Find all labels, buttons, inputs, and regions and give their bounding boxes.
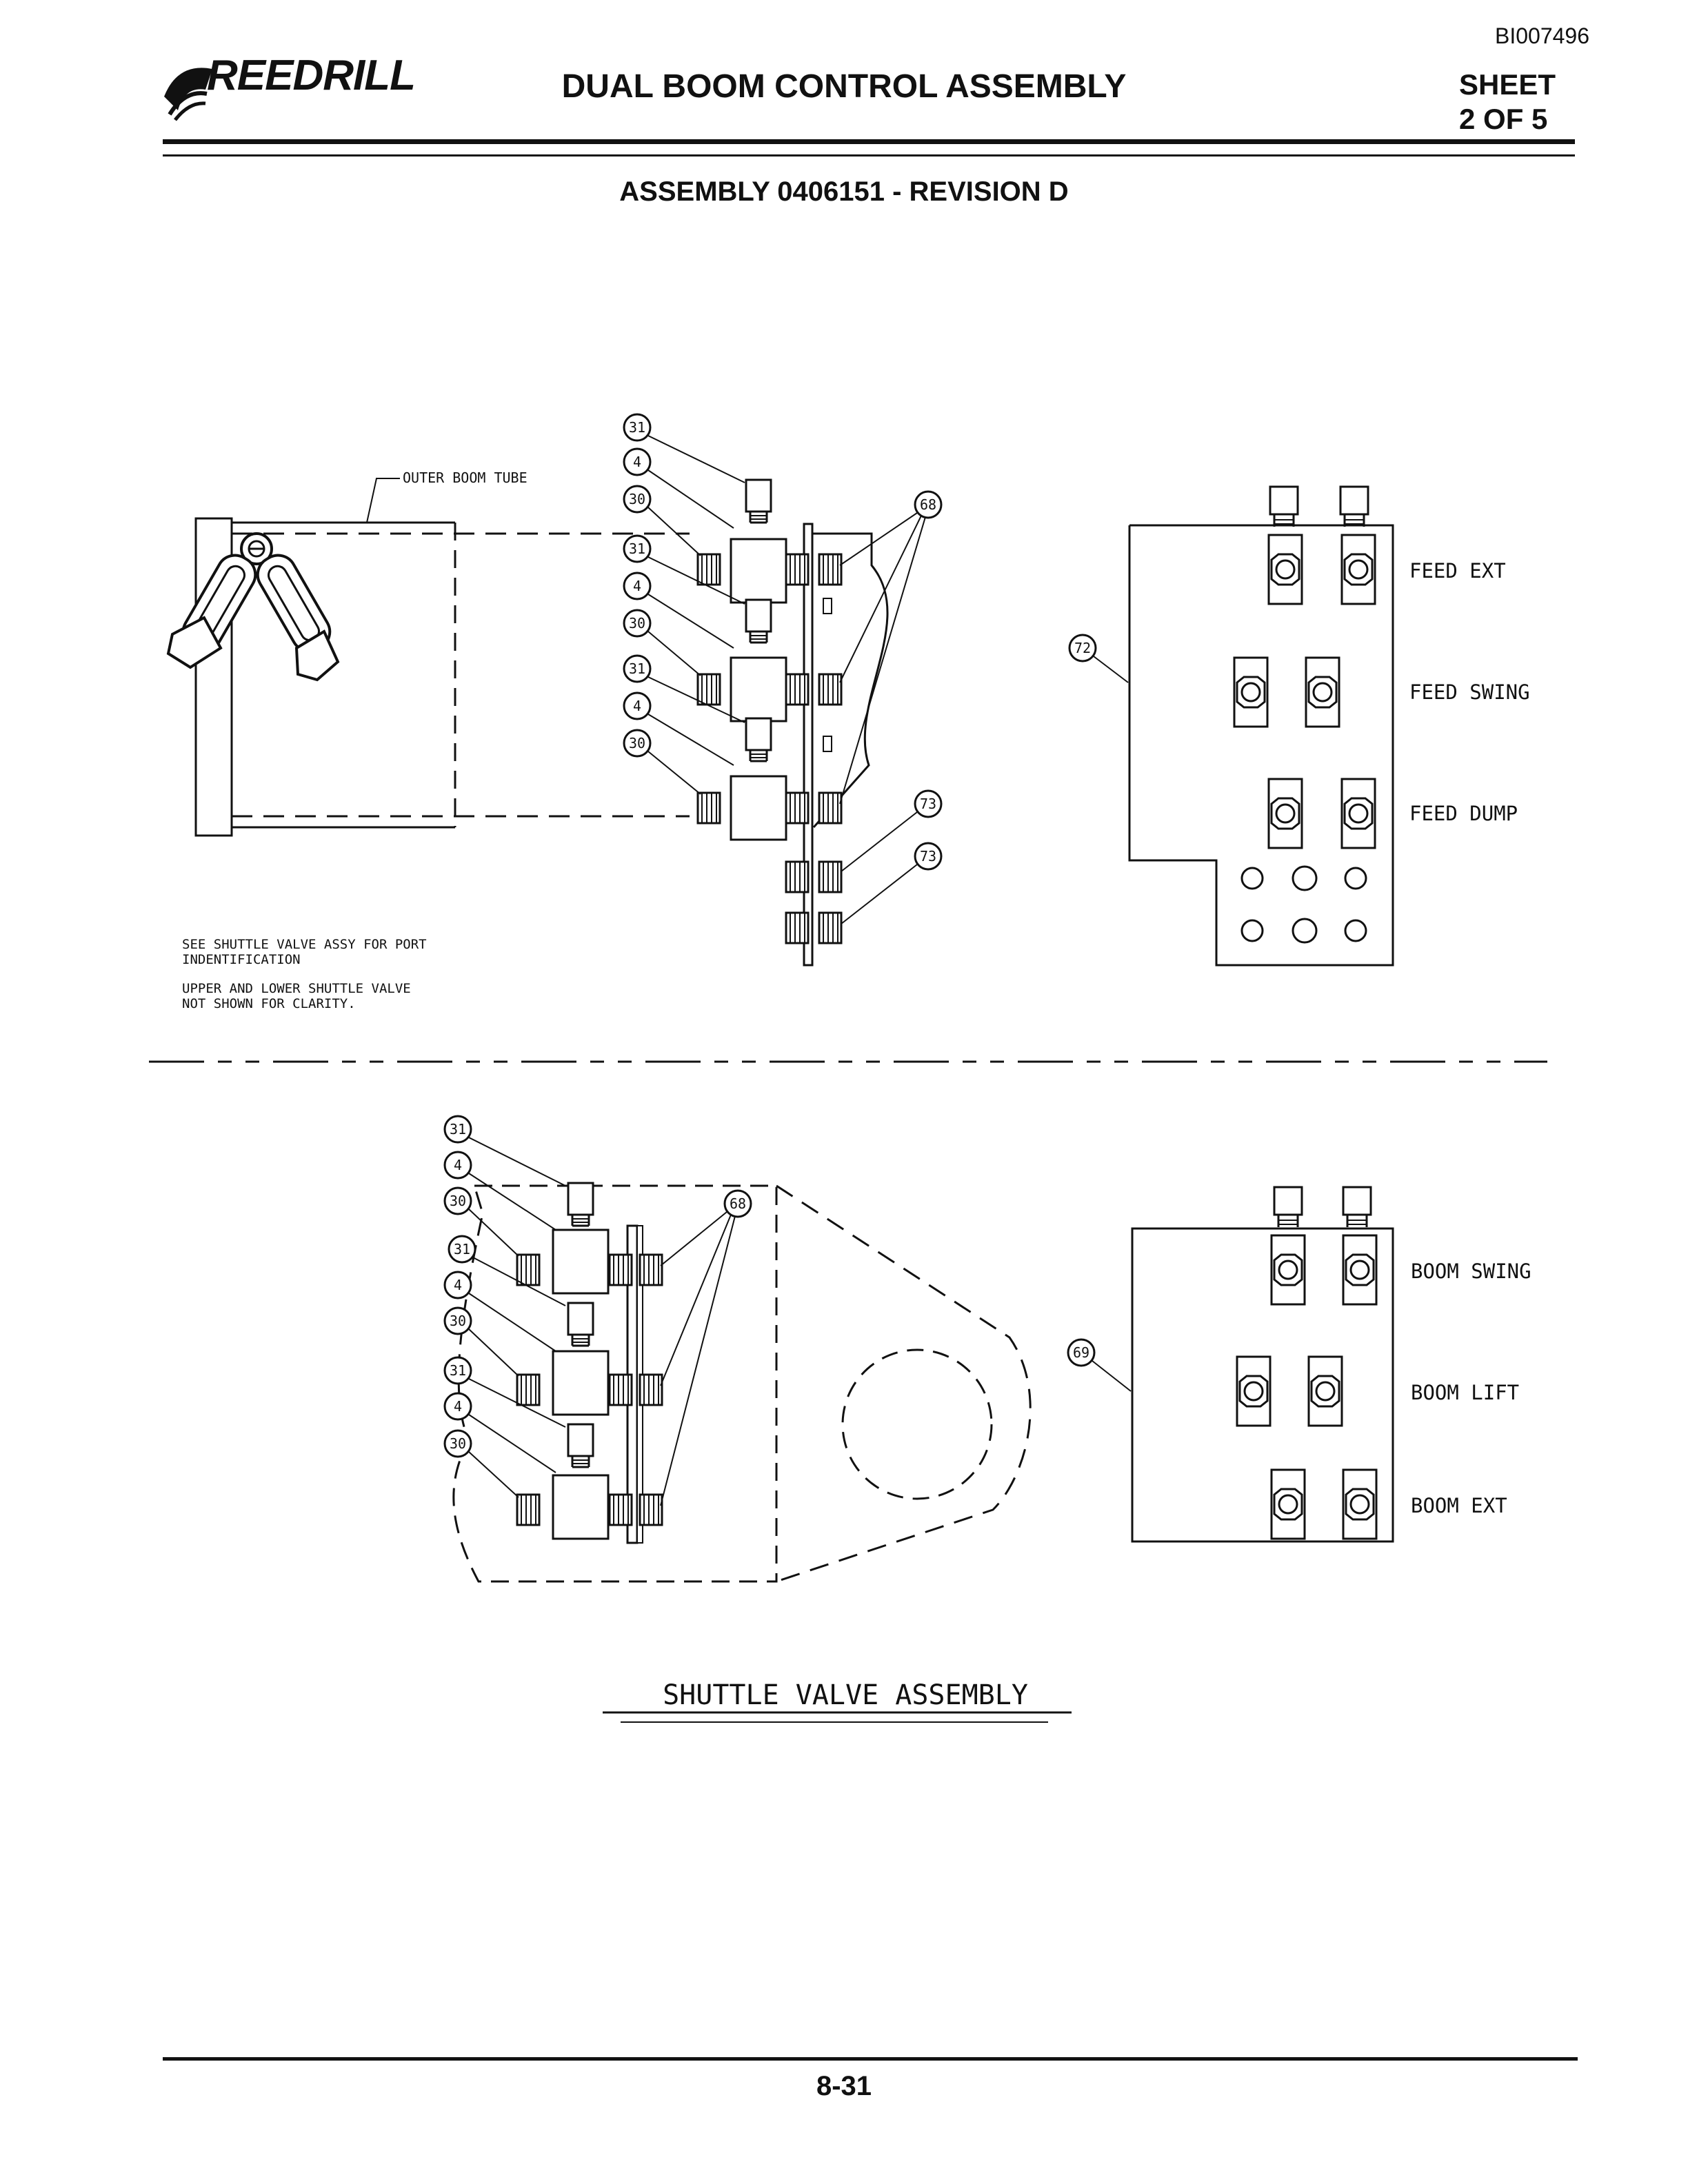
note-port-identification-line2: INDENTIFICATION [182,952,301,967]
page-title: DUAL BOOM CONTROL ASSEMBLY [561,68,1127,105]
top-valve-stack [696,478,889,967]
callout-4: 4 [443,1271,472,1300]
panel-label-boom-ext: BOOM EXT [1411,1494,1507,1517]
svg-text:68: 68 [730,1195,746,1212]
callout-31: 31 [443,1115,472,1144]
svg-text:31: 31 [450,1121,466,1138]
panel-label-boom-lift: BOOM LIFT [1411,1381,1519,1404]
panel-label-feed-swing: FEED SWING [1409,680,1530,704]
footer-rule [163,2057,1578,2061]
callout-4: 4 [623,447,652,476]
assembly-subtitle: ASSEMBLY 0406151 - REVISION D [619,176,1069,207]
svg-text:4: 4 [633,454,641,470]
callout-31: 31 [448,1235,476,1264]
callout-73: 73 [914,842,943,871]
svg-text:30: 30 [629,735,645,751]
svg-text:30: 30 [629,615,645,631]
outer-boom-tube-label: OUTER BOOM TUBE [403,469,528,486]
svg-text:31: 31 [450,1362,466,1379]
callout-30: 30 [623,729,652,758]
callout-31: 31 [443,1356,472,1385]
drawing-caption: SHUTTLE VALVE ASSEMBLY [663,1679,1028,1711]
callout-30: 30 [623,485,652,514]
svg-text:4: 4 [454,1157,462,1173]
panel-label-feed-dump: FEED DUMP [1409,802,1518,825]
svg-text:31: 31 [454,1241,470,1257]
top-callouts: 31 4 30 31 4 30 31 4 30 68 73 73 [623,413,943,924]
callout-69: 69 [1067,1338,1096,1367]
note-port-identification-line1: SEE SHUTTLE VALVE ASSY FOR PORT [182,937,427,952]
svg-text:72: 72 [1074,640,1091,656]
reedrill-logo-icon [164,68,212,121]
callout-4: 4 [623,572,652,600]
callout-72: 72 [1068,634,1097,663]
svg-text:4: 4 [633,578,641,594]
callout-30: 30 [443,1306,472,1335]
bottom-callouts: 31 4 30 31 4 30 31 4 30 68 [443,1115,752,1506]
callout-4: 4 [623,691,652,720]
callout-4: 4 [443,1151,472,1180]
svg-text:68: 68 [920,496,936,513]
svg-text:30: 30 [450,1435,466,1452]
panel-label-boom-swing: BOOM SWING [1411,1260,1531,1283]
note-clarity-line2: NOT SHOWN FOR CLARITY. [182,996,356,1011]
sheet-number: SHEET 2 OF 5 [1459,68,1556,136]
boom-control-panel: 69 BOOM SWING BOOM LIFT BOOM EXT [1067,1186,1531,1543]
callout-31: 31 [623,534,652,563]
panel-label-feed-ext: FEED EXT [1409,559,1506,583]
sheet-line-1: SHEET [1459,68,1556,101]
brand-logo-text: REEDRILL [207,52,416,99]
chain-icon [166,532,340,682]
svg-text:4: 4 [633,698,641,714]
svg-text:31: 31 [629,419,645,436]
feed-control-panel: 72 FEED EXT FEED SWING FEED DUMP [1068,485,1530,967]
page-number: 8-31 [816,2071,872,2101]
svg-text:30: 30 [629,491,645,507]
svg-text:30: 30 [450,1313,466,1329]
callout-30: 30 [623,609,652,638]
sheet-line-2: 2 OF 5 [1459,103,1548,135]
svg-text:4: 4 [454,1277,462,1293]
callout-68: 68 [723,1189,752,1218]
callout-73: 73 [914,789,943,818]
svg-text:69: 69 [1073,1344,1089,1361]
svg-text:4: 4 [454,1398,462,1415]
header-rule [163,139,1575,144]
svg-text:31: 31 [629,540,645,557]
svg-text:30: 30 [450,1193,466,1209]
outer-boom-tube [194,478,690,837]
svg-text:73: 73 [920,848,936,865]
callout-68: 68 [914,490,943,519]
callout-31: 31 [623,413,652,442]
svg-text:31: 31 [629,660,645,677]
note-clarity-line1: UPPER AND LOWER SHUTTLE VALVE [182,981,411,996]
callout-4: 4 [443,1392,472,1421]
svg-text:73: 73 [920,796,936,812]
callout-31: 31 [623,654,652,683]
bottom-valve-stack [452,1182,1032,1583]
callout-30: 30 [443,1429,472,1458]
header-rule-thin [163,154,1575,156]
document-id: BI007496 [1495,23,1590,48]
callout-30: 30 [443,1186,472,1215]
